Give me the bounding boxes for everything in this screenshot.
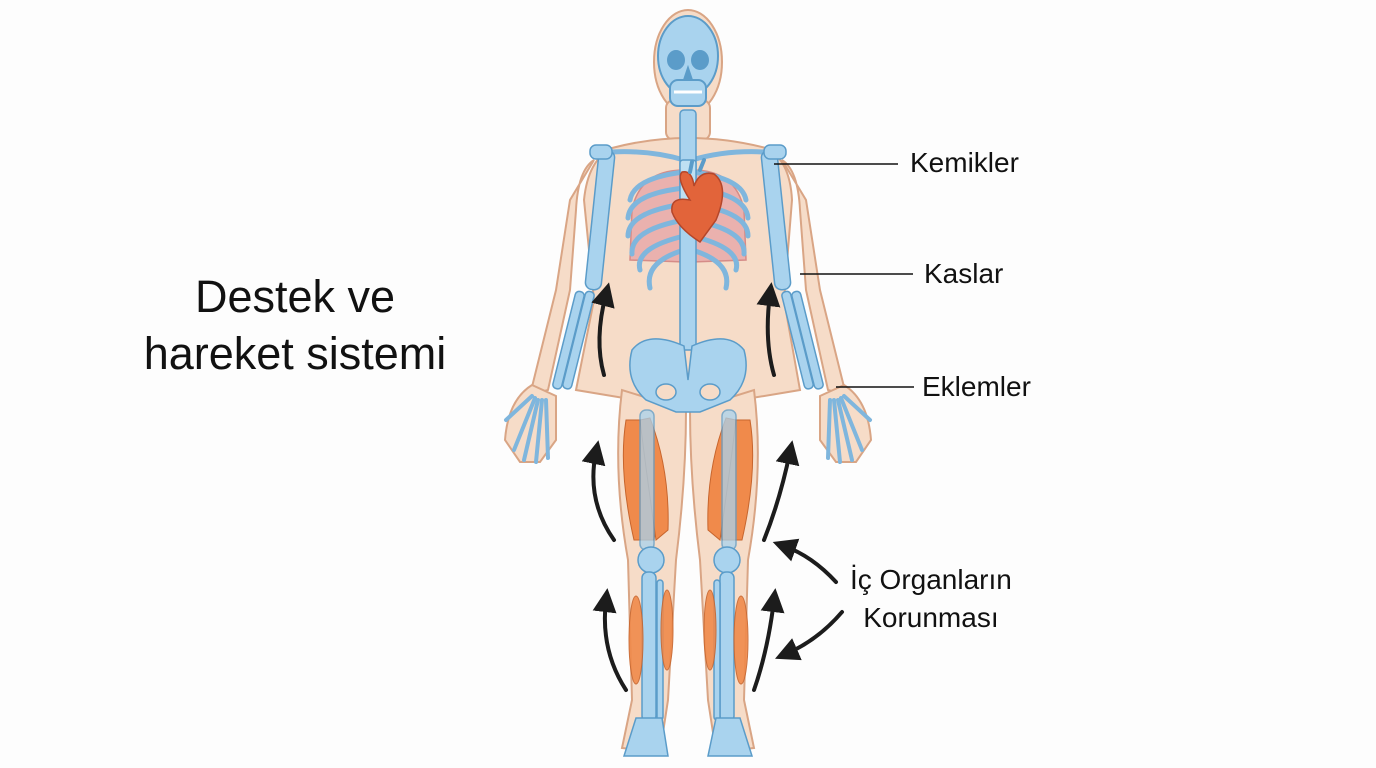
heart-icon xyxy=(671,158,724,244)
skull-icon xyxy=(657,15,719,107)
label-joints: Eklemler xyxy=(922,371,1031,402)
pelvis-icon xyxy=(629,338,747,413)
arrow-pointer-icon xyxy=(772,538,838,584)
label-muscles: Kaslar xyxy=(924,258,1004,289)
arm-bones xyxy=(552,144,824,390)
arrow-up-icon xyxy=(762,440,800,542)
diagram-title: Destek ve hareket sistemi xyxy=(120,268,470,382)
hand-bones xyxy=(504,394,872,464)
label-organ-protection: İç Organların Korunması xyxy=(850,561,1012,637)
arrow-up-icon xyxy=(581,440,616,542)
curved-arrows xyxy=(581,282,844,692)
label-bones: Kemikler xyxy=(910,147,1019,178)
arrow-up-icon xyxy=(752,588,785,692)
leg-bones xyxy=(637,409,741,723)
arrow-up-icon xyxy=(592,588,628,692)
leader-lines xyxy=(774,163,914,388)
arrow-up-icon xyxy=(756,282,781,377)
foot-bones xyxy=(622,717,754,757)
title-line-2: hareket sistemi xyxy=(143,328,447,379)
title-line-1: Destek ve xyxy=(194,271,396,322)
arrow-pointer-icon xyxy=(775,610,844,661)
arrow-up-icon xyxy=(591,282,615,377)
organ-protection-line-1: İç Organların xyxy=(850,564,1012,595)
organ-protection-line-2: Korunması xyxy=(863,602,999,633)
calf-muscles xyxy=(628,589,749,685)
